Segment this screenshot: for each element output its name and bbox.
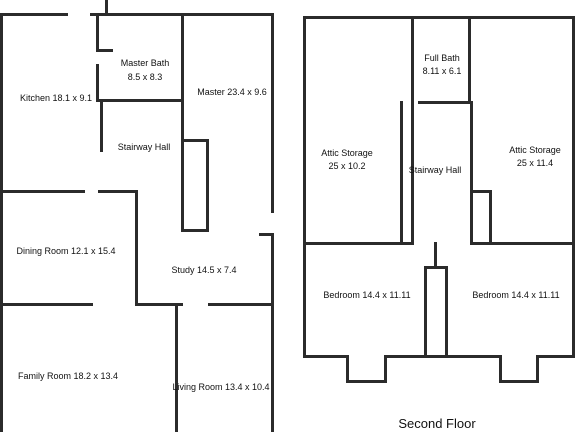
- label-full-bath-name: Full Bath: [424, 53, 460, 63]
- wall-ff-top-stub: [105, 0, 108, 16]
- wall-ff-right-notch: [259, 233, 274, 236]
- wall-stair-hall-right: [181, 92, 184, 232]
- wall-dining-top-left: [0, 190, 85, 193]
- wall-attic-right-left: [470, 101, 473, 245]
- wall-ff-right-upper: [271, 13, 274, 213]
- wall-ff-top-left: [0, 13, 68, 16]
- wall-ff-left: [0, 13, 3, 432]
- wall-sf-bottom-3: [536, 355, 575, 358]
- wall-study-bottom-right: [208, 303, 274, 306]
- label-master-bath-name: Master Bath: [121, 58, 170, 68]
- wall-dormer-left-a: [346, 355, 349, 383]
- wall-stair-box-bottom: [181, 229, 209, 232]
- label-attic-right-dims: 25 x 11.4: [517, 158, 553, 168]
- wall-dining-bottom: [0, 303, 93, 306]
- label-full-bath-dims: 8.11 x 6.1: [423, 66, 462, 76]
- second-floor-labels: Attic Storage 25 x 10.2 Full Bath 8.11 x…: [321, 53, 561, 431]
- wall-attic-left-bottom: [306, 242, 414, 245]
- wall-master-bath-left: [96, 16, 99, 51]
- wall-bath-bottom: [418, 101, 471, 104]
- label-master-bath-dims: 8.5 x 8.3: [128, 72, 163, 82]
- wall-stair-left: [424, 266, 427, 358]
- wall-dormer-right-b: [499, 380, 539, 383]
- wall-dormer-left-b: [346, 380, 387, 383]
- wall-dining-right: [135, 190, 138, 306]
- label-attic-left-name: Attic Storage: [321, 148, 373, 158]
- wall-hall-left: [400, 101, 403, 242]
- wall-attic-right-closet-top: [470, 190, 492, 193]
- second-floor-caption: Second Floor: [398, 416, 476, 431]
- wall-master-bath-left-stub: [96, 49, 113, 52]
- wall-sf-top: [303, 16, 575, 19]
- wall-master-bath-right: [181, 16, 184, 102]
- wall-stair-hall-left: [100, 100, 103, 152]
- wall-stair-box-right: [206, 139, 209, 232]
- label-stairway-hall-2: Stairway Hall: [409, 165, 462, 175]
- label-stairway-hall-1: Stairway Hall: [118, 142, 171, 152]
- wall-stair-right: [445, 266, 448, 358]
- wall-sf-left: [303, 16, 306, 358]
- wall-attic-right-closet-side: [489, 190, 492, 245]
- label-kitchen: Kitchen 18.1 x 9.1: [20, 93, 92, 103]
- first-floor: [0, 0, 274, 432]
- label-dining-room: Dining Room 12.1 x 15.4: [16, 246, 115, 256]
- wall-dining-top-right: [98, 190, 138, 193]
- wall-study-bottom-left: [135, 303, 183, 306]
- wall-stair-top: [424, 266, 448, 269]
- label-living-room: Living Room 13.4 x 10.4: [172, 382, 269, 392]
- wall-dormer-left-c: [384, 355, 387, 383]
- wall-sf-bottom-2: [384, 355, 499, 358]
- wall-ff-right-lower: [271, 233, 274, 432]
- label-family-room: Family Room 18.2 x 13.4: [18, 371, 118, 381]
- label-bedroom-left: Bedroom 14.4 x 11.11: [323, 290, 410, 300]
- label-bedroom-right: Bedroom 14.4 x 11.11: [472, 290, 559, 300]
- wall-stair-stub: [434, 242, 437, 267]
- wall-sf-right: [572, 16, 575, 358]
- label-study: Study 14.5 x 7.4: [171, 265, 236, 275]
- wall-dormer-right-c: [536, 355, 539, 383]
- wall-attic-left-right: [411, 19, 414, 245]
- wall-bath-right: [468, 19, 471, 104]
- wall-ff-top-right: [90, 13, 274, 16]
- label-attic-right-name: Attic Storage: [509, 145, 561, 155]
- wall-stair-box-top: [181, 139, 209, 142]
- wall-master-bath-bottom: [96, 99, 184, 102]
- wall-attic-right-bottom: [470, 242, 575, 245]
- wall-master-bath-lower-left: [96, 64, 99, 102]
- wall-dormer-right-a: [499, 355, 502, 383]
- label-master: Master 23.4 x 9.6: [197, 87, 267, 97]
- wall-living-left: [175, 306, 178, 432]
- wall-sf-bottom-1: [303, 355, 349, 358]
- first-floor-labels: Kitchen 18.1 x 9.1 Master Bath 8.5 x 8.3…: [16, 58, 269, 392]
- label-attic-left-dims: 25 x 10.2: [328, 161, 365, 171]
- second-floor: [303, 16, 575, 383]
